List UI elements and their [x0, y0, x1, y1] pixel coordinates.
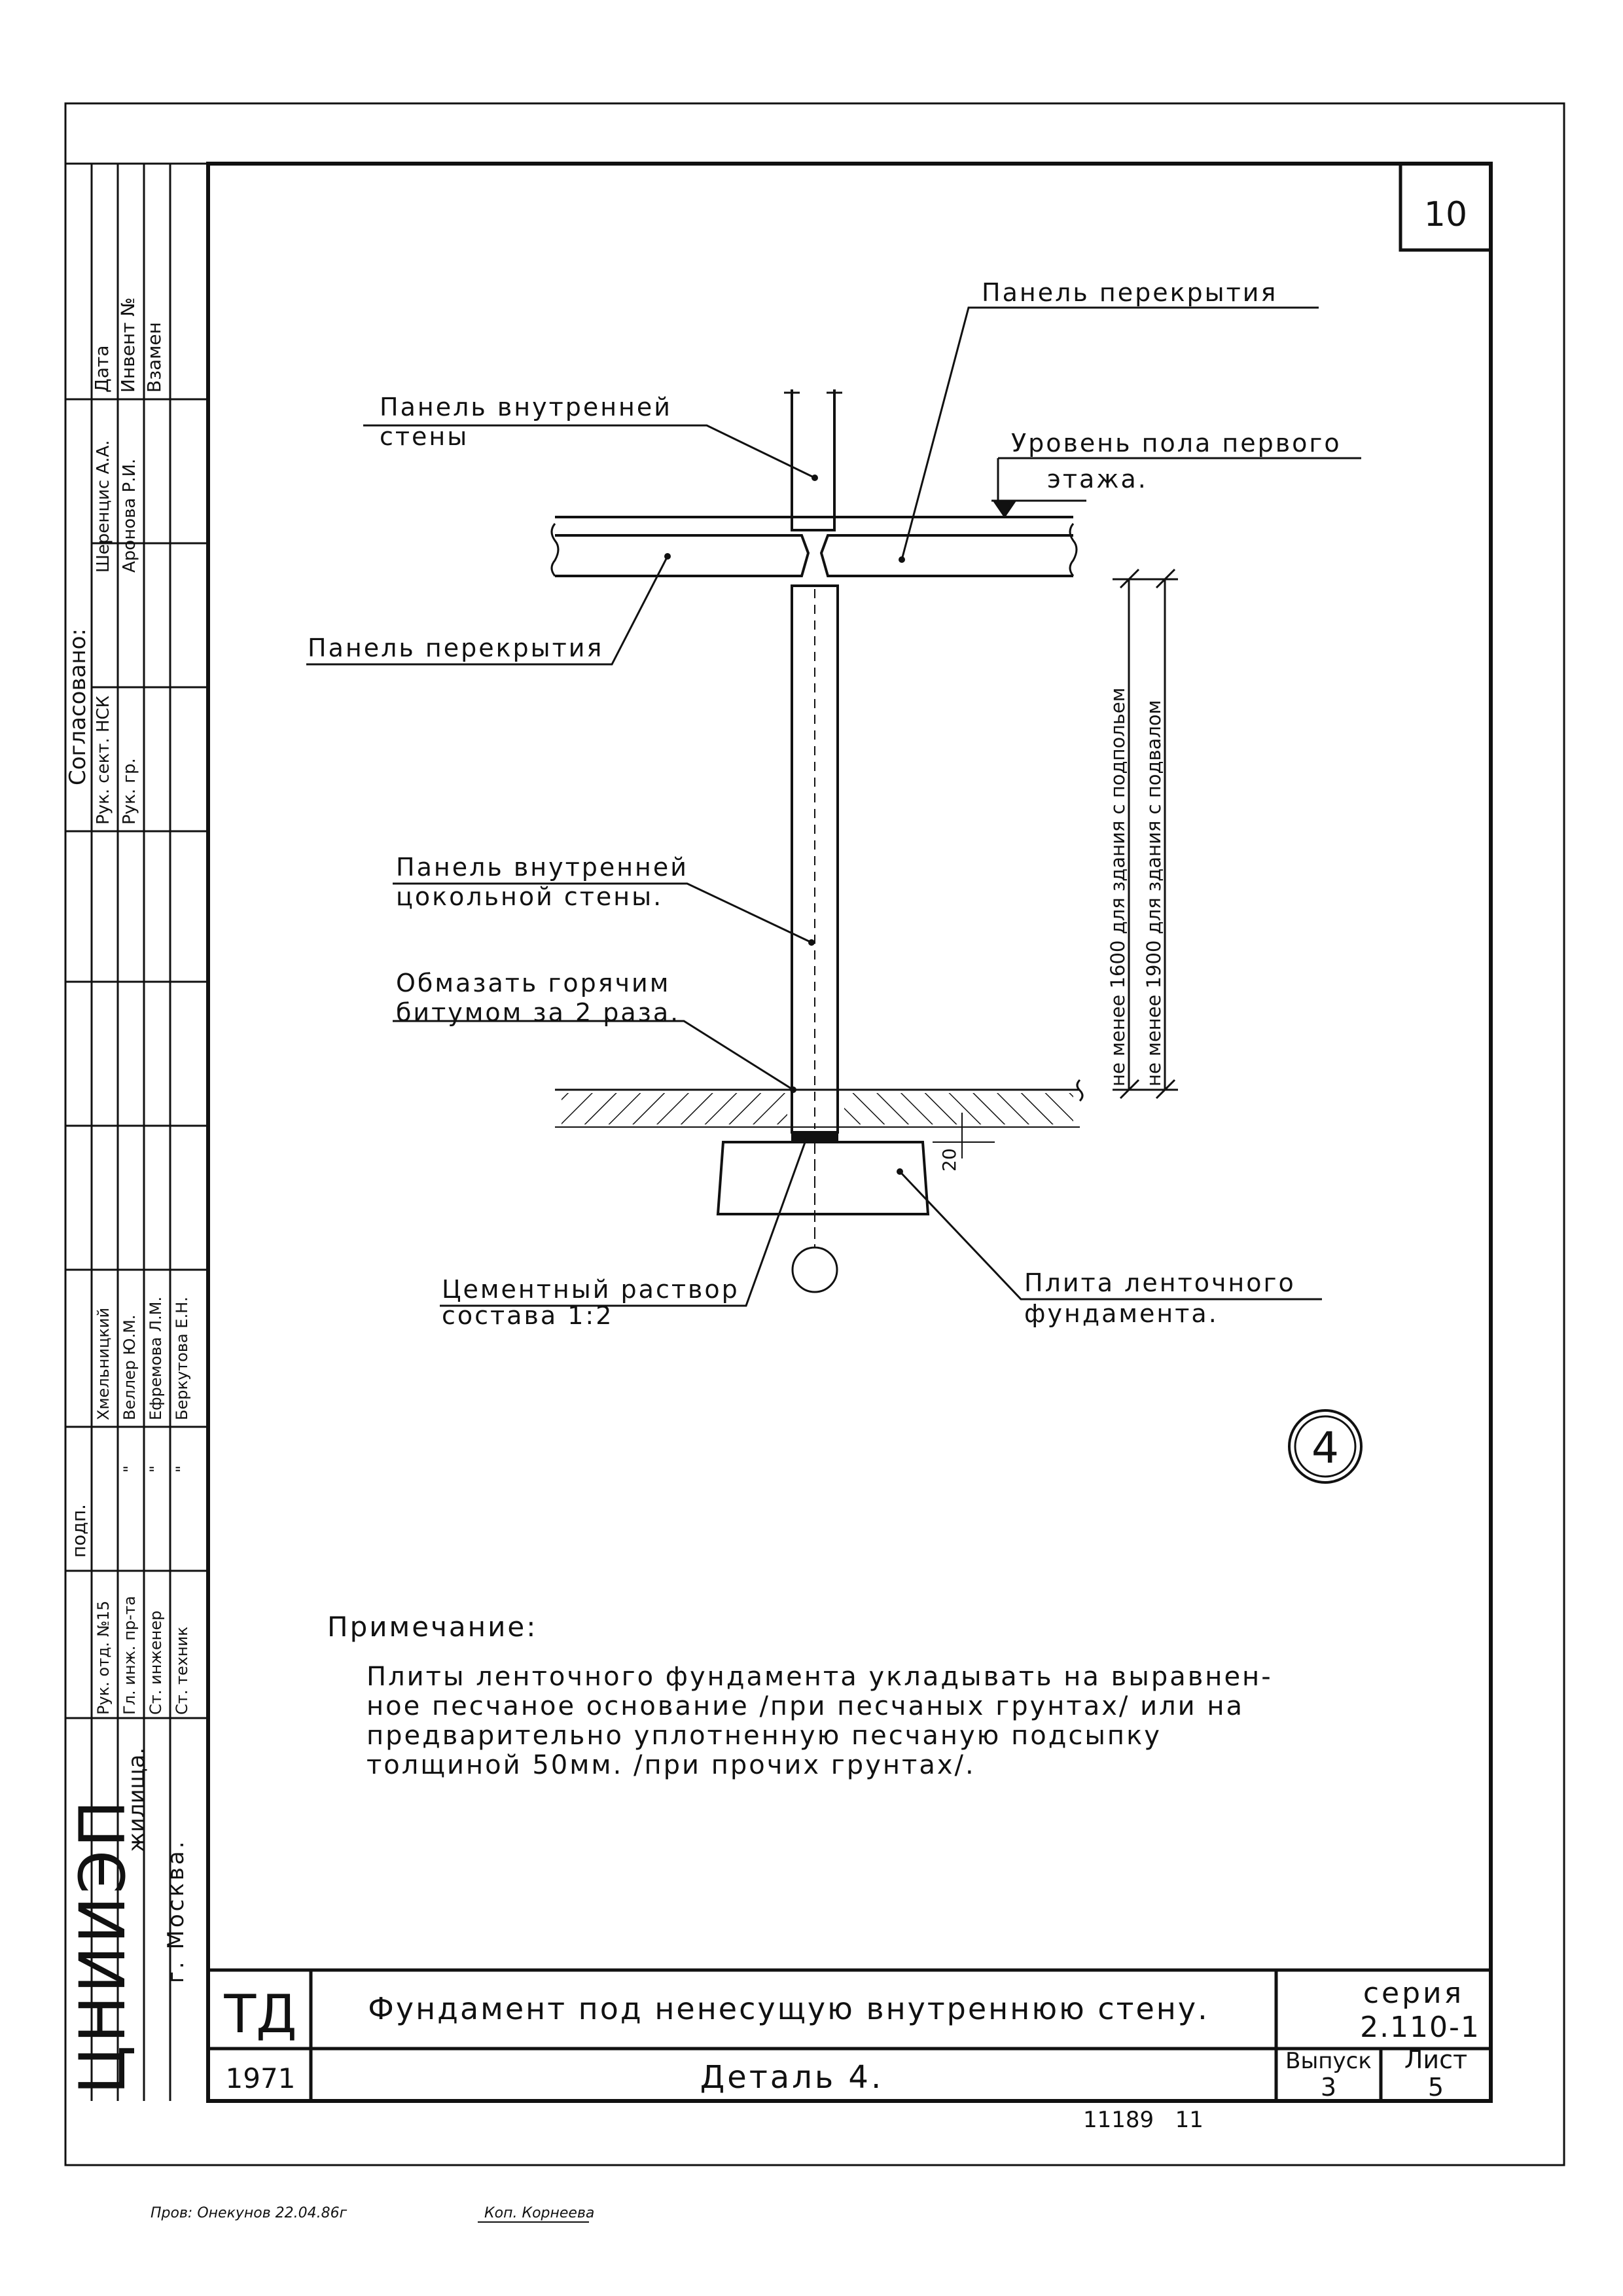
label-plinth-1: Панель внутренней: [396, 853, 688, 882]
label-bitumen-2: битумом за 2 раза.: [396, 998, 680, 1027]
upper-wall-panel: [791, 389, 836, 531]
copied-by: Коп. Корнеева: [484, 2205, 594, 2221]
note-line-2: ное песчаное основание /при песчаных гру…: [366, 1691, 1244, 1721]
leader-plinth: [393, 882, 812, 944]
floor-slab-left: [555, 534, 810, 577]
stamp-year: 1971: [226, 2062, 296, 2094]
label-dim-1900: не менее 1900 для здания с подвалом: [1143, 700, 1165, 1086]
org-city: г. Москва.: [163, 1839, 189, 1983]
leader-bitumen: [393, 1020, 794, 1091]
label-panel-floor-left: Панель перекрытия: [308, 634, 603, 662]
sidebar-agreed: Согласовано:: [65, 628, 91, 785]
soil-hatch-left: [562, 1093, 787, 1124]
stamp-issue-label: Выпуск: [1285, 2048, 1372, 2074]
sidebar-date: Дата: [91, 345, 113, 393]
leader-footing: [899, 1170, 1322, 1300]
outer-border: [64, 102, 1565, 2166]
leader-left-panel: [306, 556, 669, 666]
drawing-frame: [206, 162, 1493, 2103]
approval-role-2: Рук. гр.: [120, 758, 139, 825]
axis-marker: [791, 1246, 838, 1293]
label-inner-wall-1: Панель внутренней: [380, 393, 672, 422]
staff-role-3: Ст. инженер: [147, 1611, 165, 1715]
note: Примечание: Плиты ленточного фундамента …: [327, 1611, 1273, 1780]
label-mortar-2: состава 1:2: [442, 1301, 613, 1330]
checked-by: Пров: Онекунов 22.04.86г: [151, 2205, 348, 2221]
label-floor-level-2: этажа.: [1047, 465, 1148, 493]
stamp-code: ТД: [223, 1984, 296, 2045]
sheet-number: 10: [1424, 195, 1467, 234]
staff-role-4: Ст. техник: [173, 1626, 191, 1715]
approval-name-1: Шеренцис А.А.: [94, 440, 113, 573]
staff-role-1: Рук. отд. №15: [94, 1601, 113, 1715]
sidebar-text: Дата Инвент № Взамен Согласовано: Шеренц…: [65, 297, 191, 2094]
drawing-labels: Панель перекрытия Панель внутренней стен…: [308, 278, 1342, 1330]
sign-head: подп.: [68, 1504, 90, 1558]
mortar-layer: [791, 1132, 838, 1141]
stamp-sheet-value: 5: [1428, 2073, 1444, 2102]
label-bitumen-1: Обмазать горячим: [396, 969, 670, 997]
note-line-3: предварительно уплотненную песчаную подс…: [366, 1721, 1162, 1751]
staff-name-1: Хмельницкий: [94, 1308, 113, 1420]
note-line-4: толщиной 50мм. /при прочих грунтах/.: [366, 1750, 976, 1780]
label-strip-2: фундамента.: [1024, 1299, 1219, 1328]
label-dim-1600: не менее 1600 для здания с подпольем: [1107, 687, 1129, 1086]
label-mortar-1: Цементный раствор: [442, 1275, 740, 1304]
label-inner-wall-2: стены: [380, 422, 469, 451]
sheet-number-box: [1399, 162, 1493, 252]
label-panel-floor-top: Панель перекрытия: [982, 278, 1277, 307]
strip-footing: [716, 1141, 930, 1215]
detail-drawing: [306, 306, 1361, 1307]
org-name: ЦНИИЭП: [66, 1797, 139, 2094]
leader-mortar: [440, 1138, 808, 1307]
title-block: [208, 1968, 1491, 2101]
label-strip-1: Плита ленточного: [1024, 1268, 1296, 1297]
archive-number: 11189 11: [1083, 2107, 1204, 2133]
label-floor-level-1: Уровень пола первого: [1011, 429, 1342, 457]
title-block-text: ТД Фундамент под ненесущую внутреннюю ст…: [223, 1977, 1480, 2102]
stamp-detail: Деталь 4.: [700, 2059, 883, 2096]
stamp-series-label: серия: [1363, 1977, 1464, 2010]
org-sub: жилища.: [124, 1748, 150, 1852]
label-plinth-2: цокольной стены.: [396, 882, 663, 911]
detail-marker-circle: [1288, 1409, 1363, 1484]
detail-marker: 4: [1311, 1423, 1339, 1473]
staff-name-3: Ефремова Л.М.: [147, 1297, 165, 1420]
approval-role-1: Рук. сект. НСК: [94, 696, 113, 825]
stamp-issue-value: 3: [1321, 2073, 1336, 2102]
leader-dots: [664, 475, 905, 1175]
sidebar: [65, 162, 208, 2101]
label-dim-20: 20: [938, 1148, 960, 1172]
sidebar-vzamen: Взамен: [143, 322, 165, 393]
leader-top-panel: [901, 306, 1319, 560]
level-marker: [992, 500, 1017, 518]
staff-name-2: Веллер Ю.М.: [120, 1315, 139, 1420]
soil-hatch-right: [844, 1093, 1073, 1124]
staff-sign-2: ": [120, 1465, 139, 1473]
floor-slab-right: [819, 534, 1073, 577]
staff-role-2: Гл. инж. пр-та: [120, 1596, 139, 1715]
note-title: Примечание:: [327, 1611, 537, 1643]
stamp-title: Фундамент под ненесущую внутреннюю стену…: [368, 1991, 1209, 2026]
stamp-sheet-label: Лист: [1404, 2045, 1467, 2074]
staff-sign-3: ": [147, 1465, 165, 1473]
stamp-series-value: 2.110-1: [1360, 2011, 1480, 2044]
staff-name-4: Беркутова Е.Н.: [173, 1297, 191, 1420]
leader-inner-wall: [363, 424, 815, 479]
sidebar-inv: Инвент №: [117, 297, 139, 393]
approval-name-2: Аронова Р.И.: [120, 459, 139, 573]
staff-sign-4: ": [173, 1465, 191, 1473]
note-line-1: Плиты ленточного фундамента укладывать н…: [366, 1662, 1273, 1692]
